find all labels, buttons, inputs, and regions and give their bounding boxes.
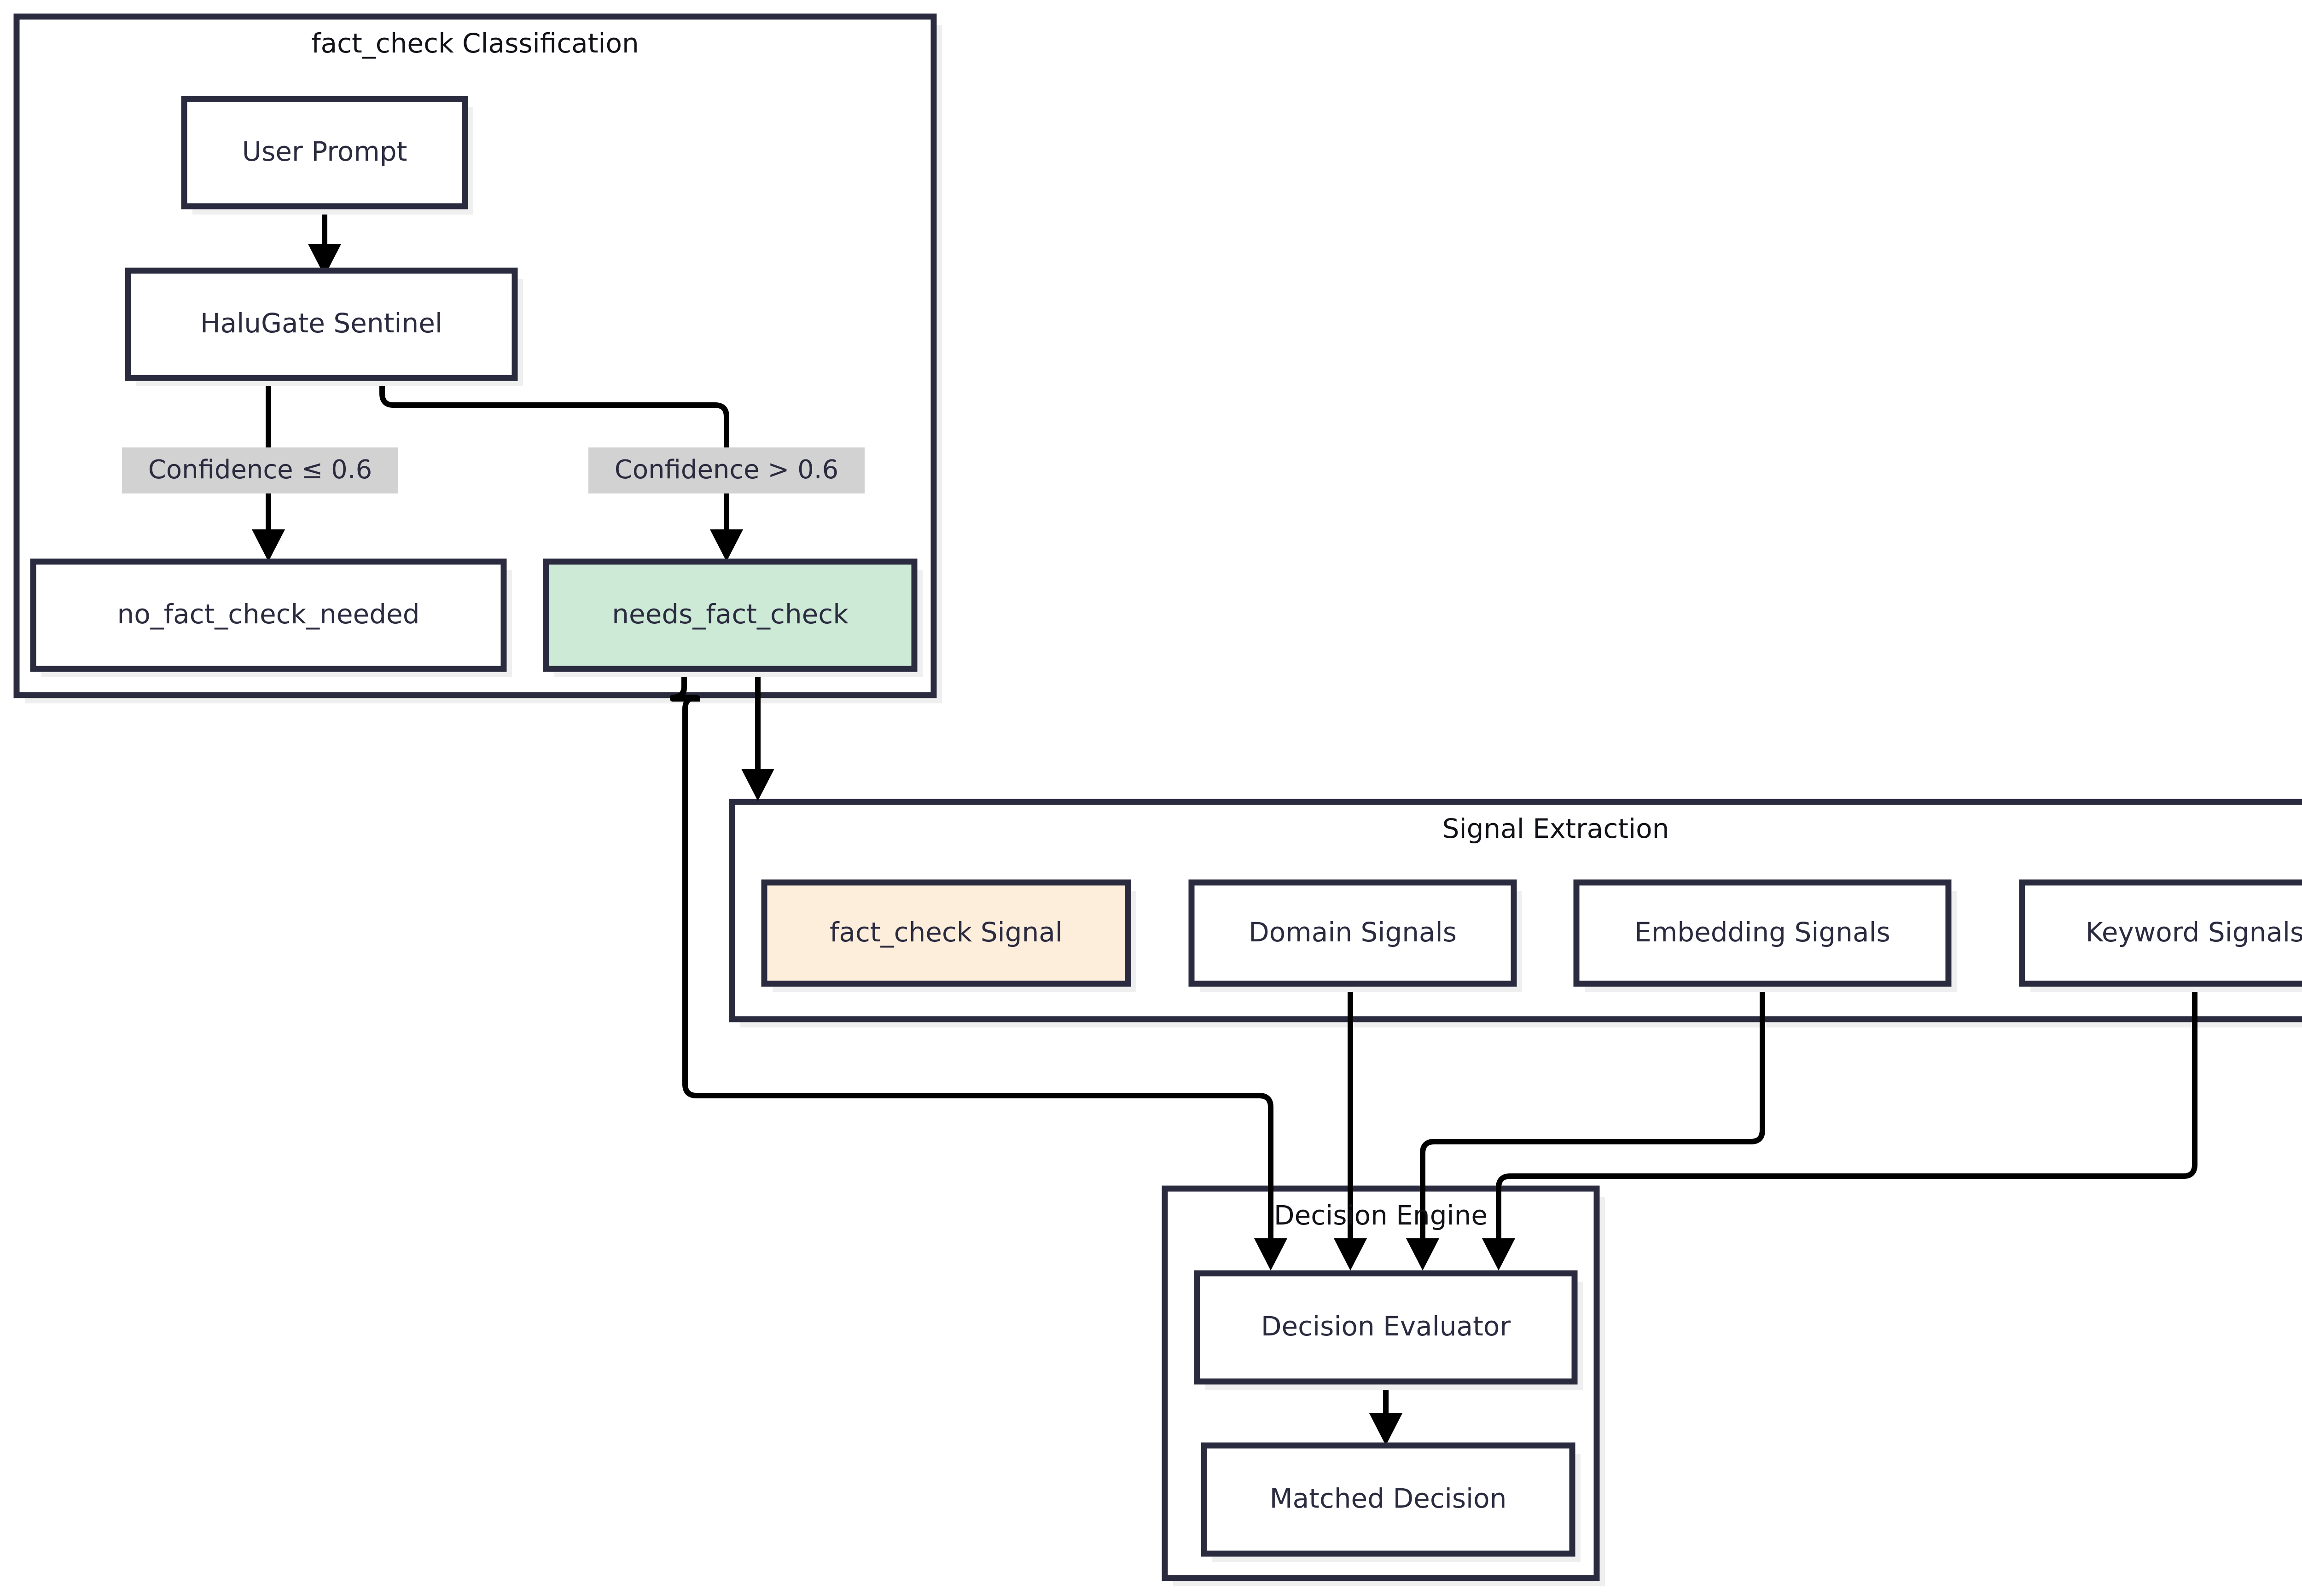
node-halugate-sentinel[interactable]: HaluGate Sentinel (125, 267, 523, 386)
node-needs-fact-check[interactable]: needs_fact_check (543, 558, 923, 677)
node-box[interactable] (1573, 879, 1952, 987)
node-label-embedding-signals: Embedding Signals (1634, 917, 1890, 948)
node-no-fact-check-needed[interactable]: no_fact_check_needed (30, 558, 512, 677)
node-user-prompt[interactable]: User Prompt (181, 96, 473, 215)
edge-needs-fact-check-to-decision-evaluator (670, 669, 1287, 1271)
node-box[interactable] (543, 558, 918, 672)
node-fact-check-signal[interactable]: fact_check Signal (761, 879, 1136, 992)
node-label-halugate-sentinel: HaluGate Sentinel (200, 308, 442, 339)
edge-keyword-signals-to-decision-evaluator (1482, 984, 2197, 1271)
arrowhead (1482, 1238, 1515, 1271)
arrowhead (1334, 1238, 1367, 1271)
node-box[interactable] (30, 558, 507, 672)
node-box[interactable] (1194, 1270, 1578, 1385)
node-label-decision-evaluator: Decision Evaluator (1261, 1311, 1511, 1342)
arrowhead (1369, 1413, 1402, 1445)
edge-label-text-confidence-high: Confidence > 0.6 (615, 455, 838, 485)
arrowhead (741, 769, 774, 801)
node-box[interactable] (125, 267, 518, 381)
node-keyword-signals[interactable]: Keyword Signals (2019, 879, 2302, 992)
edge-label-text-confidence-low: Confidence ≤ 0.6 (148, 455, 372, 485)
node-decision-evaluator[interactable]: Decision Evaluator (1194, 1270, 1583, 1390)
arrowhead (308, 244, 341, 276)
node-label-domain-signals: Domain Signals (1249, 917, 1457, 948)
node-label-fact-check-signal: fact_check Signal (830, 917, 1063, 948)
edge-label-background (588, 447, 865, 493)
node-label-user-prompt: User Prompt (242, 136, 407, 167)
arrowhead (1406, 1238, 1439, 1271)
node-box[interactable] (181, 96, 468, 209)
edge-label-confidence-low: Confidence ≤ 0.6 (122, 447, 398, 493)
cluster-title-signal-extraction: Signal Extraction (1442, 813, 1669, 844)
node-box[interactable] (761, 879, 1131, 987)
edge-label-confidence-high: Confidence > 0.6 (588, 447, 865, 493)
edge-label-background (122, 447, 398, 493)
node-domain-signals[interactable]: Domain Signals (1188, 879, 1522, 992)
cluster-title-fact-check-classification: fact_check Classification (311, 28, 639, 59)
arrowhead (710, 529, 743, 562)
edge-embedding-signals-to-decision-evaluator (1406, 984, 1765, 1271)
cluster-title-decision-engine: Decision Engine (1274, 1200, 1488, 1231)
edge-domain-signals-to-decision-evaluator (1334, 984, 1367, 1271)
node-box[interactable] (1201, 1442, 1575, 1557)
node-matched-decision[interactable]: Matched Decision (1201, 1442, 1581, 1562)
node-label-keyword-signals: Keyword Signals (2086, 917, 2302, 948)
node-box[interactable] (2019, 879, 2302, 987)
arrowhead (1254, 1238, 1287, 1271)
node-label-needs-fact-check: needs_fact_check (612, 598, 849, 630)
arrowhead (252, 529, 285, 562)
node-box[interactable] (1188, 879, 1517, 987)
edge-halugate-to-needs-fact-check (379, 378, 743, 562)
node-label-no-fact-check-needed: no_fact_check_needed (117, 598, 419, 630)
node-label-matched-decision: Matched Decision (1270, 1483, 1507, 1514)
node-embedding-signals[interactable]: Embedding Signals (1573, 879, 1957, 992)
edge-needs-fact-check-to-signal-extraction (741, 669, 774, 801)
